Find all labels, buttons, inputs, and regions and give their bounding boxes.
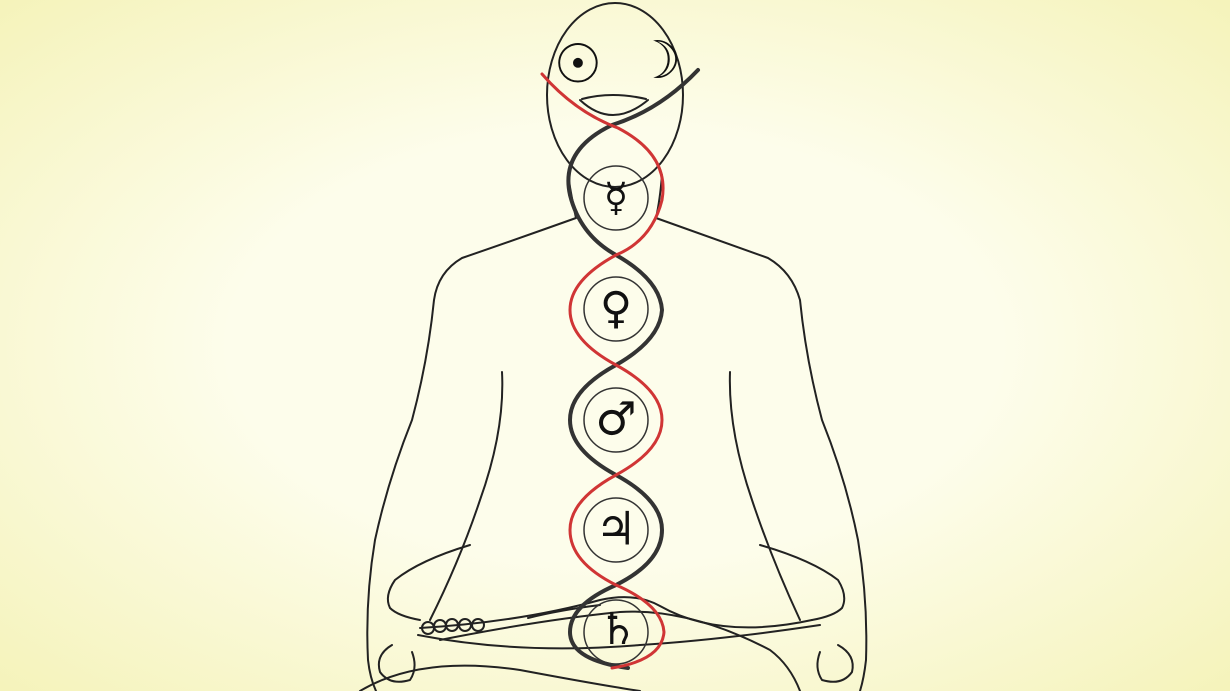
left-forearm-outline: [386, 544, 471, 621]
moon-icon: ☽: [635, 31, 682, 91]
mercury-ring: [583, 165, 649, 231]
venus-icon: ♀: [600, 283, 632, 334]
left-shin-outline: [417, 624, 821, 650]
right-hand-outline: [816, 644, 854, 683]
right-foot-outline: [359, 664, 641, 691]
mouth-lower-line: [579, 99, 649, 116]
right-torso-outline: [728, 371, 801, 621]
left-torso-outline: [429, 371, 504, 621]
mouth-line: [581, 94, 647, 100]
head-outline: [546, 2, 684, 188]
left-shoulder-arm-outline: [366, 174, 577, 691]
right-shoulder-arm-outline: [655, 174, 868, 691]
mercury-icon: ☿: [604, 175, 629, 221]
venus-ring: [583, 276, 649, 342]
mars-ring: [583, 387, 649, 453]
saturn-icon: ♄: [598, 604, 637, 655]
planet-glyphs: ☉ ☽ ☿ ♀ ♂ ♃ ♄: [554, 31, 682, 655]
jupiter-icon: ♃: [595, 502, 636, 556]
right-forearm-outline: [759, 544, 846, 621]
mars-icon: ♂: [595, 392, 636, 446]
left-foot-outline: [419, 596, 813, 629]
left-hand-outline: [377, 644, 416, 683]
sun-icon: ☉: [554, 33, 602, 96]
left-toe-5: [471, 618, 485, 632]
jupiter-ring: [583, 497, 649, 563]
dark-strand: [566, 68, 700, 670]
ankle-line: [527, 604, 601, 619]
seated-figure-outline: [359, 2, 868, 691]
red-strand: [540, 72, 666, 670]
